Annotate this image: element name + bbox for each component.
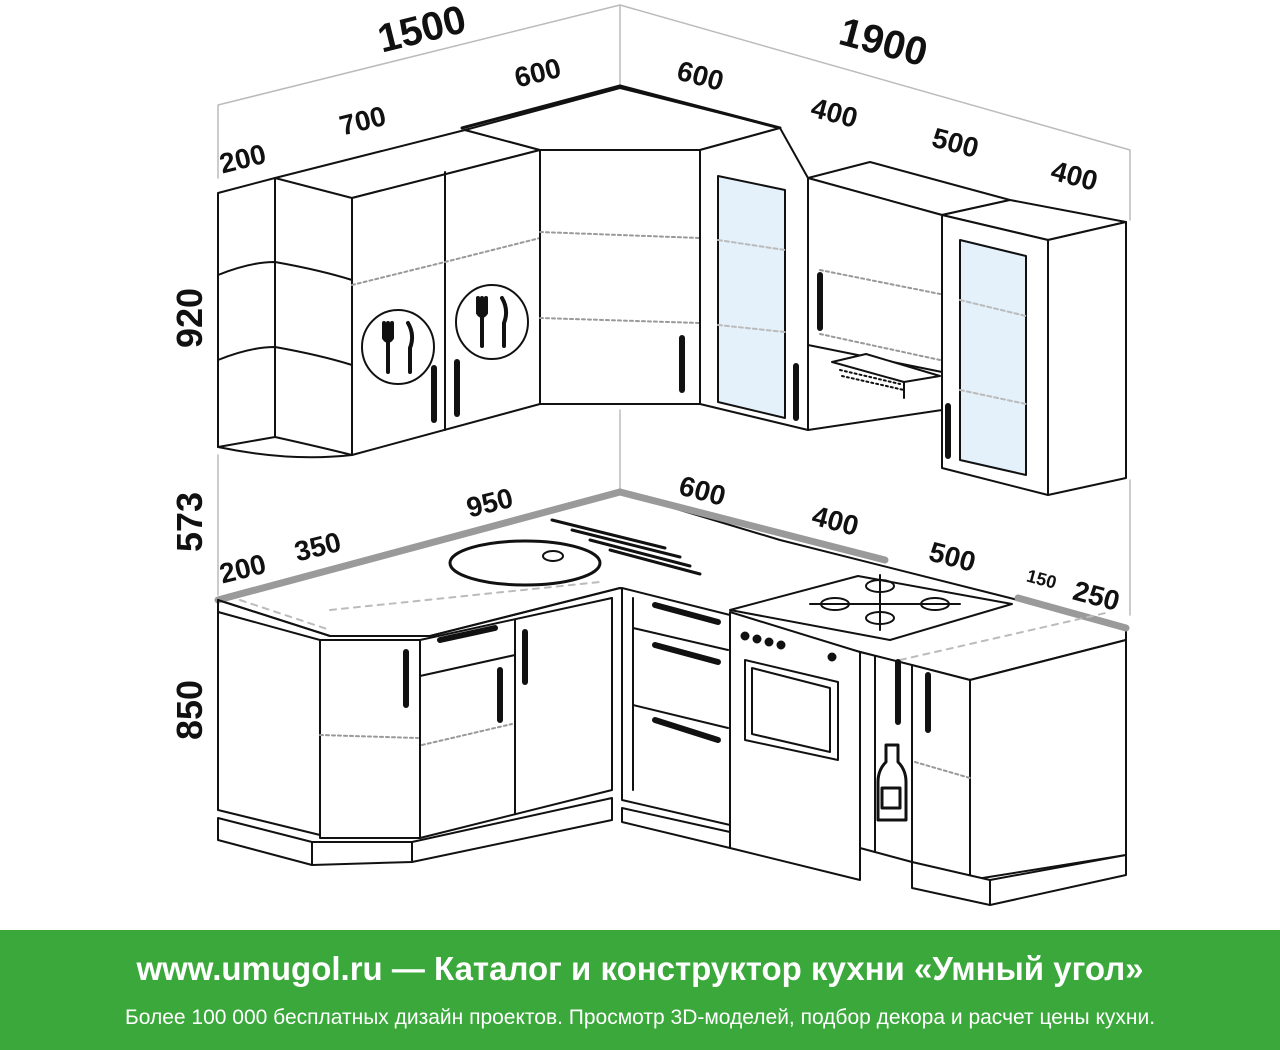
bottle-icon bbox=[876, 743, 908, 822]
upper-glass-cabinet-end bbox=[941, 199, 1127, 496]
footer-subtitle: Более 100 000 бесплатных дизайн проектов… bbox=[124, 1006, 1156, 1029]
dim-upper-corner-600-right: 600 bbox=[674, 55, 727, 97]
countertop bbox=[214, 488, 1130, 691]
base-drawer-cabinet bbox=[621, 587, 731, 849]
footer-banner: www.umugol.ru — Каталог и конструктор ку… bbox=[0, 930, 1280, 1050]
upper-open-shelf bbox=[217, 177, 353, 459]
dim-wall-right-total: 1900 bbox=[835, 10, 932, 76]
sink-icon bbox=[448, 518, 702, 587]
dim-base-right-500: 500 bbox=[926, 536, 979, 578]
upper-corner-cabinet bbox=[460, 84, 782, 405]
base-sink-cabinet bbox=[411, 597, 613, 863]
base-end-cabinet bbox=[911, 639, 1127, 906]
dim-upper-right-400: 400 bbox=[808, 92, 861, 134]
dim-upper-left-200: 200 bbox=[216, 138, 269, 179]
base-bottle-cabinet bbox=[859, 651, 913, 863]
dim-base-right-150: 150 bbox=[1024, 566, 1058, 593]
kitchen-drawing: 1500 1900 200 700 600 600 400 500 400 92… bbox=[169, 0, 1131, 906]
upper-hood-cabinet-500 bbox=[807, 161, 1011, 431]
oven-cabinet bbox=[729, 611, 861, 881]
gas-hob-icon bbox=[729, 574, 1013, 641]
dim-base-left-200: 200 bbox=[216, 548, 269, 589]
footer-title[interactable]: www.umugol.ru — Каталог и конструктор ку… bbox=[136, 950, 1144, 987]
base-left-corner-cabinet bbox=[217, 611, 421, 866]
dim-height-gap: 573 bbox=[169, 492, 210, 552]
range-hood-icon bbox=[831, 353, 941, 399]
dim-height-base: 850 bbox=[169, 680, 210, 740]
plate-fork-knife-icon bbox=[361, 309, 435, 385]
oven-knob-icon bbox=[740, 631, 837, 662]
dim-upper-left-700: 700 bbox=[336, 100, 389, 141]
upper-cabinet-700 bbox=[274, 129, 541, 456]
dim-upper-right-500: 500 bbox=[929, 122, 982, 164]
dim-base-left-350: 350 bbox=[291, 526, 344, 567]
upper-glass-cabinet-400 bbox=[699, 127, 809, 431]
dim-upper-right-400-end: 400 bbox=[1048, 155, 1101, 197]
plate-fork-knife-icon bbox=[455, 284, 529, 360]
dim-upper-corner-600-left: 600 bbox=[511, 52, 564, 93]
dim-base-right-400: 400 bbox=[809, 500, 862, 542]
dim-base-left-950: 950 bbox=[463, 482, 516, 523]
dim-height-upper: 920 bbox=[169, 288, 210, 348]
dim-base-right-250: 250 bbox=[1070, 575, 1123, 617]
dim-wall-left-total: 1500 bbox=[373, 0, 470, 61]
wall-outline bbox=[217, 4, 1131, 616]
